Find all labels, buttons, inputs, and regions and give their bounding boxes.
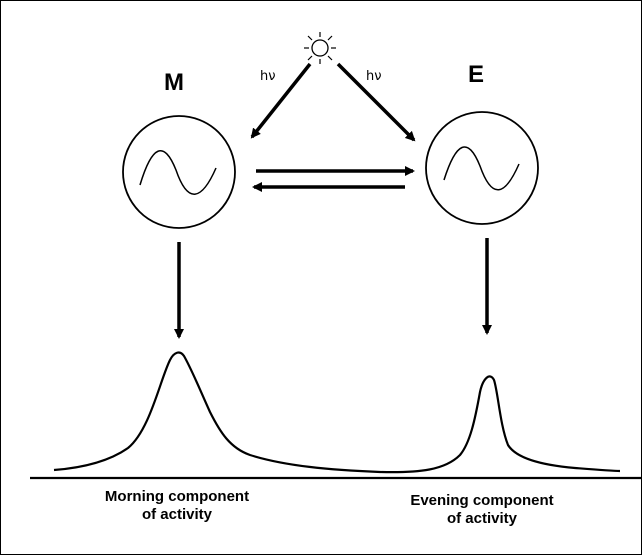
light-label-left: hν xyxy=(260,69,276,84)
light-arrow-right xyxy=(336,62,416,142)
evening-caption: Evening component of activity xyxy=(372,492,592,528)
morning-caption-line2: of activity xyxy=(141,506,213,523)
evening-caption-line1: Evening component xyxy=(410,492,554,509)
evening-oscillator xyxy=(425,111,539,225)
morning-oscillator xyxy=(122,115,236,229)
light-arrow-left xyxy=(250,62,312,139)
sine-wave-icon xyxy=(139,150,217,195)
morning-oscillator-label: M xyxy=(164,69,184,96)
light-label-right: hν xyxy=(366,69,382,84)
sun-icon xyxy=(304,32,336,64)
activity-curve xyxy=(53,351,621,474)
morning-caption: Morning component of activity xyxy=(67,488,287,524)
evening-caption-line2: of activity xyxy=(446,510,518,527)
evening-oscillator-label: E xyxy=(468,61,484,88)
morning-caption-line1: Morning component xyxy=(104,488,250,505)
sine-wave-icon xyxy=(443,146,520,191)
